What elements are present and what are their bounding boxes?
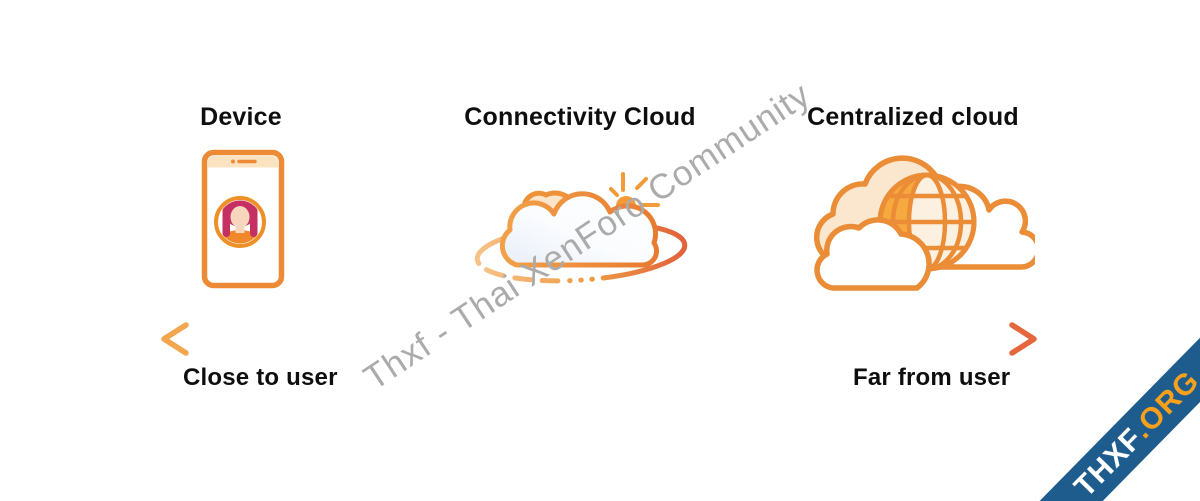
avatar-face — [230, 206, 250, 228]
centralized-cloud-icon — [814, 155, 1035, 291]
spectrum-arrow — [161, 322, 1037, 356]
ribbon-tld-text: .ORG — [1125, 363, 1200, 445]
avatar-hair-right — [250, 207, 258, 237]
arrowhead-left — [161, 322, 189, 356]
phone-speaker-dot — [231, 159, 235, 164]
connectivity-cloud-icon — [474, 172, 688, 284]
arrowhead-right — [1009, 322, 1037, 356]
axis-label-close-to-user: Close to user — [183, 364, 338, 391]
axis-label-far-from-user: Far from user — [853, 364, 1011, 391]
device-phone-icon — [201, 149, 285, 289]
column-title-device: Device — [200, 103, 282, 131]
column-title-connectivity-cloud: Connectivity Cloud — [464, 103, 696, 131]
front-white-cloud — [814, 217, 932, 291]
avatar-hair-left — [222, 207, 230, 237]
main-cloud — [499, 191, 659, 268]
column-title-centralized-cloud: Centralized cloud — [807, 103, 1019, 131]
